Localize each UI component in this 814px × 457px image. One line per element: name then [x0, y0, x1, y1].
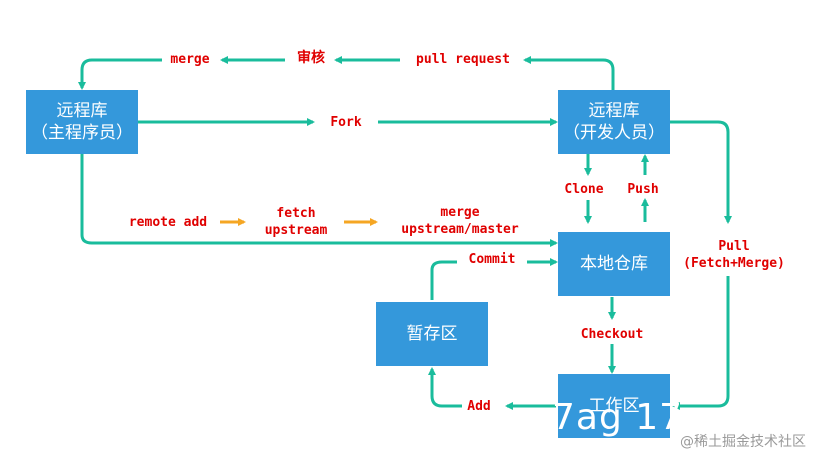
workspace: 工作区 — [558, 374, 670, 438]
merge-upstream-label: merge upstream/master — [401, 204, 518, 238]
staging-area: 暂存区 — [376, 302, 488, 366]
pull-arrow-a — [670, 120, 732, 224]
remote-maintainer-subtitle: （主程序员） — [31, 123, 133, 143]
upstream-to-local-arrow — [80, 154, 558, 247]
local-repo: 本地仓库 — [558, 232, 670, 296]
remote-maintainer-title: 远程库 — [56, 101, 108, 121]
overlay-text: 7ag 17 — [552, 397, 684, 438]
remote-developer-title: 远程库 — [588, 101, 640, 121]
remote-developer-subtitle: （开发人员） — [563, 123, 665, 143]
fetch-upstream-label: fetch upstream — [265, 205, 328, 239]
merge-to-maintainer-arrow — [78, 58, 162, 90]
fetch-upstream-line2: upstream — [264, 223, 328, 238]
review-label: 审核 — [297, 50, 325, 66]
checkout-label: Checkout — [580, 327, 644, 342]
pull-arrow-b — [672, 276, 730, 410]
staging-area-title: 暂存区 — [406, 324, 458, 344]
add-arrow-b — [428, 367, 462, 408]
push-label: Push — [627, 182, 659, 197]
merge-top-label: merge — [170, 52, 210, 67]
add-label: Add — [467, 399, 491, 414]
commit-label: Commit — [468, 252, 516, 267]
merge-upstream-line1: merge — [440, 205, 480, 220]
local-repo-title: 本地仓库 — [580, 254, 648, 274]
remote-repo-developer: 远程库 （开发人员） — [558, 90, 670, 154]
remote-repo-maintainer: 远程库 （主程序员） — [26, 90, 138, 154]
pull-label: Pull (Fetch+Merge) — [683, 238, 785, 272]
pull-line2: (Fetch+Merge) — [683, 256, 785, 271]
merge-upstream-line2: upstream/master — [401, 222, 519, 237]
commit-arrow-a — [430, 260, 457, 300]
workspace-title: 工作区 — [588, 396, 640, 416]
pull-request-label: pull request — [416, 52, 510, 67]
clone-label: Clone — [564, 182, 604, 197]
pull-line1: Pull — [718, 239, 750, 254]
fork-label: Fork — [330, 115, 362, 130]
watermark: @稀土掘金技术社区 — [680, 434, 806, 450]
remote-add-label: remote add — [128, 215, 208, 230]
fetch-upstream-line1: fetch — [276, 206, 316, 221]
pull-request-arrow — [523, 56, 615, 90]
